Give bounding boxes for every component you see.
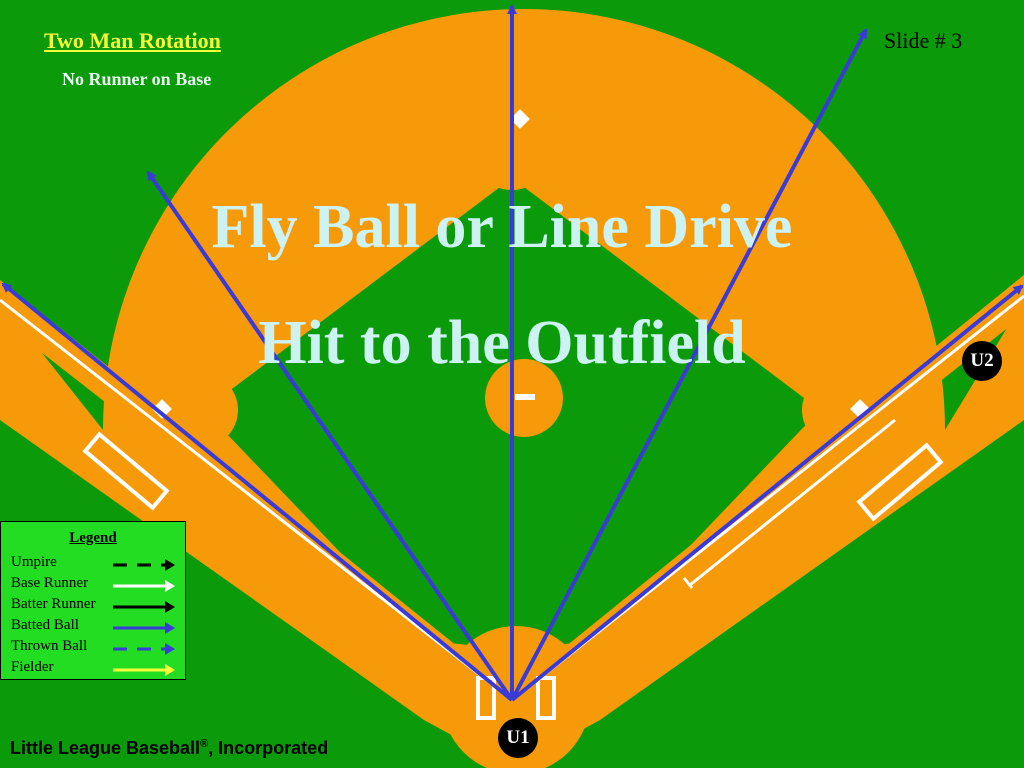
- headline-line-2: Hit to the Outfield: [258, 309, 746, 377]
- batted-ball-right-center: [510, 28, 868, 701]
- slide-number: Slide # 3: [884, 28, 963, 53]
- batters-box-right: [536, 676, 556, 720]
- headline-line-1: Fly Ball or Line Drive: [211, 193, 793, 261]
- third-base-coach-box: [82, 431, 170, 511]
- runner-lane-cap: [682, 577, 694, 589]
- legend-title: Legend: [69, 530, 117, 546]
- page-subtitle: No Runner on Base: [62, 69, 212, 89]
- first-base-cutout: [802, 372, 878, 448]
- page-title: Two Man Rotation: [44, 28, 221, 53]
- umpire-u1-badge: U1: [498, 718, 538, 758]
- batted-ball-paths: [1, 4, 1024, 702]
- legend-arrowhead-4: [165, 643, 175, 655]
- legend-arrowhead-5: [165, 664, 175, 676]
- legend-batter-runner-label: Batter Runner: [11, 596, 96, 612]
- left-foul-line: [0, 298, 513, 702]
- third-base: [152, 399, 172, 419]
- pitching-rubber: [515, 394, 535, 400]
- first-base-runner-lane: [689, 418, 896, 587]
- legend-base-runner-label: Base Runner: [11, 575, 89, 591]
- umpire-u2-badge: U2: [962, 341, 1002, 381]
- batted-ball-left-center: [146, 170, 514, 702]
- legend-arrows: [113, 559, 175, 676]
- batted-ball-left-line: [1, 282, 514, 702]
- legend-umpire-label: Umpire: [11, 554, 57, 570]
- legend-arrowhead-0: [165, 559, 175, 571]
- legend-arrowhead-3: [165, 622, 175, 634]
- legend-arrowhead-2: [165, 601, 175, 613]
- footer-org: Little League Baseball®, Incorporated: [10, 738, 328, 759]
- legend-batted-ball-label: Batted Ball: [11, 617, 79, 633]
- footer-org-name: Little League Baseball: [10, 738, 201, 758]
- legend-thrown-ball-label: Thrown Ball: [11, 638, 88, 654]
- legend-arrowhead-1: [165, 580, 175, 592]
- footer-org-suffix: , Incorporated: [208, 738, 329, 758]
- legend-box: Legend Umpire Base Runner Batter Runner …: [0, 521, 186, 680]
- first-base-coach-box: [856, 442, 944, 522]
- batted-ball-right-line: [510, 284, 1024, 702]
- legend-fielder-label: Fielder: [11, 659, 54, 675]
- registered-mark: ®: [200, 738, 209, 750]
